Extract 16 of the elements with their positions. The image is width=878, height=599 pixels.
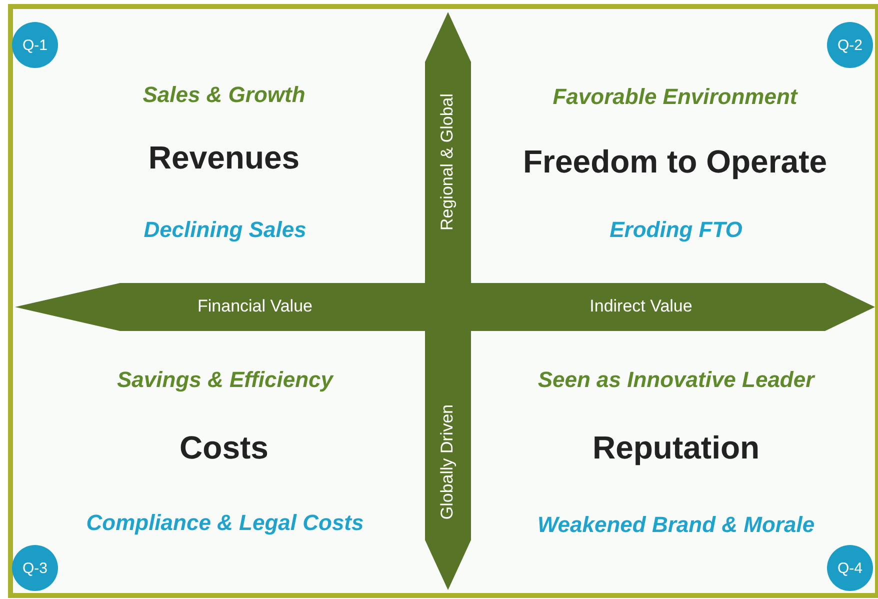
axis-label: Financial Value — [198, 298, 312, 316]
title-text: Freedom to Operate — [522, 144, 828, 180]
heading-text: Savings & Efficiency — [117, 368, 333, 392]
axis-label: Indirect Value — [590, 298, 692, 316]
subtitle-text: Weakened Brand & Morale — [537, 512, 815, 538]
subtitle-text: Eroding FTO — [610, 218, 742, 242]
heading-text: Seen as Innovative Leader — [538, 368, 814, 392]
heading-text: Sales & Growth — [142, 82, 306, 108]
subtitle-text: Declining Sales — [144, 218, 306, 242]
axis-label: Globally Driven — [438, 404, 458, 520]
subtitle-text: Compliance & Legal Costs — [86, 510, 364, 536]
title-text: Costs — [180, 430, 268, 466]
title-text: Revenues — [148, 140, 300, 176]
heading-text: Favorable Environment — [552, 84, 798, 110]
title-text: Reputation — [592, 430, 760, 466]
axis-label: Regional & Global — [438, 93, 458, 231]
